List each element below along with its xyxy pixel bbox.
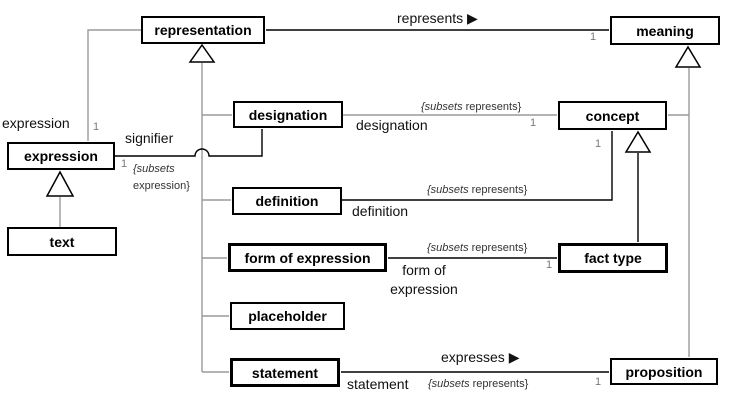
multiplicity-proposition: 1 (595, 376, 602, 388)
role-label-definition: definition (352, 203, 409, 219)
multiplicity-concept-designation: 1 (530, 117, 537, 129)
node-fact-type: fact type (558, 243, 668, 273)
node-meaning: meaning (610, 16, 720, 45)
multiplicity-signifier: 1 (121, 158, 128, 170)
node-designation: designation (233, 101, 343, 128)
multiplicity-expression: 1 (93, 121, 100, 133)
generalization-arrow-concept (624, 130, 652, 153)
association-label-expresses: expresses ▶ (441, 349, 520, 365)
represents-word: represents} (465, 101, 522, 113)
generalization-arrow-expression (45, 170, 75, 197)
node-concept: concept (558, 101, 667, 130)
subsets-keyword: {subsets (427, 242, 469, 254)
generalization-arrow-meaning (674, 45, 702, 68)
role-label-form-of-line2: expression (390, 281, 458, 297)
represents-word: represents} (471, 242, 528, 254)
subsets-keyword: {subsets (133, 163, 175, 175)
role-label-expression: expression (2, 115, 70, 131)
node-form-of-expression: form of expression (228, 243, 387, 272)
subsets-expression-word: expression} (133, 180, 190, 192)
edge-signifier-with-hop (115, 129, 263, 157)
edge-representation-expression (87, 29, 141, 141)
constraint-subsets-expression: {subsets expression} (133, 161, 190, 195)
subsets-keyword: {subsets (421, 101, 463, 113)
generalization-arrow-representation (188, 43, 216, 63)
role-label-form-of-line1: form of (402, 262, 446, 278)
subsets-keyword: {subsets (428, 378, 470, 390)
role-label-designation: designation (356, 117, 428, 133)
edge-definition-concept (342, 131, 613, 201)
multiplicity-meaning: 1 (590, 31, 597, 43)
association-label-represents: represents ▶ (397, 10, 478, 26)
node-text: text (7, 227, 117, 256)
represents-word: represents} (472, 378, 529, 390)
node-statement: statement (230, 358, 340, 387)
subsets-keyword: {subsets (427, 184, 469, 196)
node-expression: expression (7, 142, 115, 170)
multiplicity-fact-type: 1 (546, 259, 553, 271)
role-label-statement: statement (347, 376, 409, 392)
multiplicity-concept-definition: 1 (595, 138, 602, 150)
node-definition: definition (232, 187, 342, 215)
role-label-form-of-expression: form of expression (384, 261, 464, 299)
node-placeholder: placeholder (230, 302, 345, 330)
role-label-signifier: signifier (125, 130, 174, 146)
node-proposition: proposition (610, 358, 718, 385)
represents-word: represents} (471, 184, 528, 196)
node-representation: representation (141, 16, 265, 44)
